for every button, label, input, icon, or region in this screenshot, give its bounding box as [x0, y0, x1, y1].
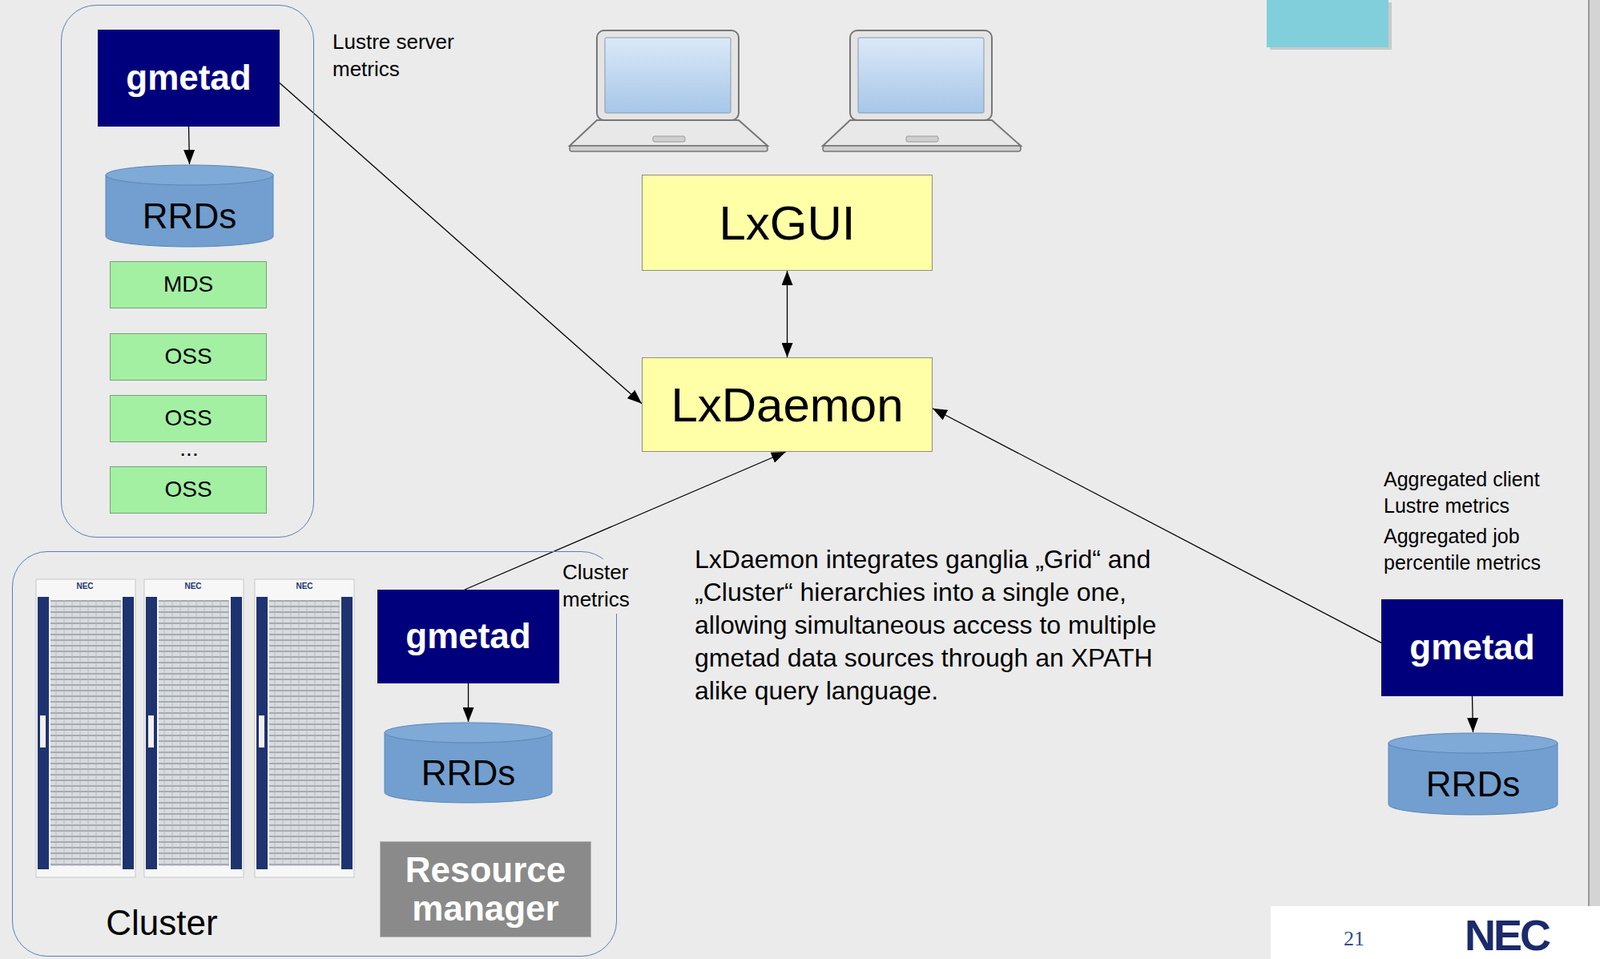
page-number: 21	[1325, 927, 1383, 952]
box-label: RRDs	[142, 196, 237, 238]
laptop-lid	[596, 30, 739, 121]
laptop-touchpad	[652, 136, 686, 142]
gmetad-box: gmetad	[97, 29, 280, 127]
box-label: OSS	[164, 343, 212, 370]
rack-side	[230, 596, 242, 870]
rack-handle	[40, 715, 46, 748]
box-label: LxDaemon	[670, 377, 903, 433]
component-box: LxGUI	[641, 174, 933, 271]
rack-logo: NEC	[177, 581, 210, 592]
rack-side	[256, 596, 268, 870]
box-label: gmetad	[125, 57, 251, 99]
page-edge	[1588, 0, 1600, 907]
box-label: RRDs	[421, 753, 516, 794]
connector-arrow	[1472, 696, 1474, 733]
cylinder-top	[105, 165, 274, 186]
gmetad-box: gmetad	[1381, 599, 1564, 697]
rack-grill	[158, 600, 230, 867]
laptop-touchpad	[906, 136, 939, 142]
box-label: OSS	[164, 476, 212, 503]
rack-grill	[269, 600, 340, 867]
laptop-front	[569, 145, 768, 152]
box-label: MDS	[163, 271, 214, 298]
footer-panel	[1270, 906, 1600, 959]
box-label: OSS	[164, 405, 212, 432]
rack-side	[37, 596, 49, 870]
laptop-screen	[604, 37, 731, 113]
group-heading: Cluster	[61, 902, 262, 944]
box-label: LxGUI	[718, 195, 855, 251]
rack-icon	[254, 579, 355, 878]
database-cylinder: RRDs	[104, 164, 275, 248]
rack-grill	[50, 600, 121, 867]
laptop-icon	[569, 30, 768, 152]
rack-side	[122, 596, 134, 870]
laptop-screen	[858, 37, 984, 113]
ellipsis-mark: ...	[165, 437, 214, 460]
server-box: OSS	[109, 466, 267, 514]
manager-box: Resource manager	[379, 841, 592, 938]
box-label: gmetad	[405, 616, 531, 657]
page-edge-line	[1587, 0, 1590, 907]
metric-note: Aggregated job percentile metrics	[1383, 523, 1588, 576]
rack-frame	[254, 579, 355, 878]
box-label: RRDs	[1426, 764, 1520, 806]
rack-icon	[36, 579, 136, 878]
component-box: LxDaemon	[641, 357, 933, 452]
laptop-base	[822, 120, 1021, 146]
connector-arrow	[932, 408, 1382, 644]
connector-arrow	[189, 126, 190, 165]
connector-label: Lustre server metrics	[330, 28, 492, 84]
rack-handle	[148, 715, 154, 748]
gmetad-box: gmetad	[377, 589, 560, 684]
rack-logo: NEC	[288, 581, 321, 592]
laptop-front	[822, 145, 1021, 152]
rack-frame	[36, 579, 136, 878]
rack-side	[341, 596, 353, 870]
connector-label: Cluster metrics	[560, 559, 657, 614]
rack-icon	[144, 579, 244, 878]
metric-note: Aggregated client Lustre metrics	[1383, 466, 1588, 519]
server-box: OSS	[109, 333, 267, 381]
corner-tab	[1266, 0, 1389, 48]
connector-arrow	[786, 270, 788, 358]
connector-arrow	[279, 83, 642, 404]
group-outline: Cluster gmetadRRDsResource manager	[12, 551, 617, 957]
cylinder-top	[1388, 733, 1558, 754]
laptop-icon	[822, 30, 1021, 152]
box-label: Resource manager	[380, 850, 591, 927]
rack-handle	[258, 715, 265, 748]
database-cylinder: RRDs	[1387, 732, 1559, 816]
laptop-base	[569, 120, 768, 146]
rack-logo: NEC	[68, 581, 101, 592]
server-box: MDS	[109, 261, 267, 309]
database-cylinder: RRDs	[383, 721, 553, 804]
laptop-lid	[850, 30, 992, 121]
cylinder-top	[384, 722, 553, 743]
description-note: LxDaemon integrates ganglia „Grid“ and „…	[694, 543, 1192, 708]
connector-arrow	[467, 683, 469, 722]
rack-frame	[144, 579, 244, 878]
server-box: OSS	[109, 394, 267, 443]
rack-side	[145, 596, 158, 870]
box-label: gmetad	[1409, 627, 1535, 669]
company-logo: NEC	[1464, 913, 1585, 957]
